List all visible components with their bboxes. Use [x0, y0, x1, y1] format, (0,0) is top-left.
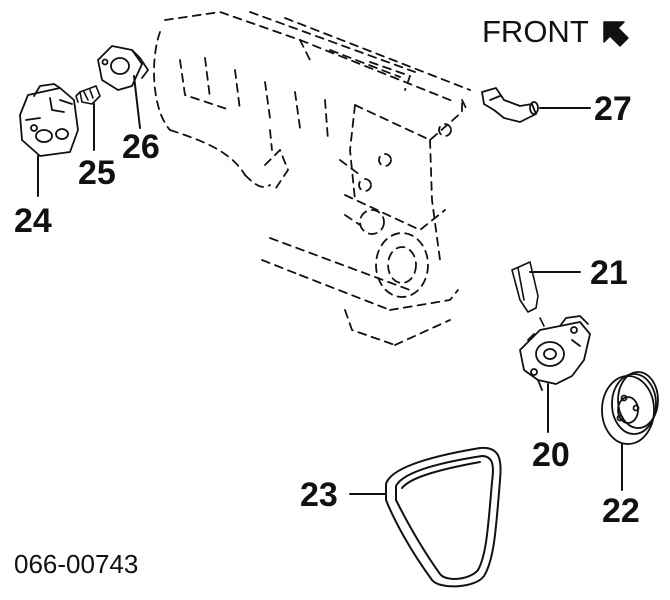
- callout-23: 23: [300, 476, 338, 514]
- engine-block-outline: [153, 11, 471, 346]
- callout-24: 24: [14, 202, 52, 240]
- part-water-pump: [519, 315, 591, 391]
- callout-20: 20: [532, 436, 570, 474]
- callout-25: 25: [78, 154, 116, 192]
- arrow-up-left-icon: [603, 21, 629, 47]
- part-thermostat-housing: [19, 83, 79, 157]
- part-drive-belt: [385, 446, 502, 588]
- callout-leader-lines: [37, 75, 623, 495]
- part-temperature-sensor: [75, 85, 101, 105]
- figure-number: 066-00743: [14, 549, 139, 579]
- part-water-outlet: [97, 45, 149, 91]
- callout-22: 22: [602, 492, 640, 530]
- part-bypass-pipe: [481, 87, 539, 123]
- callout-26: 26: [122, 128, 160, 166]
- callout-21: 21: [590, 254, 628, 292]
- front-orientation-label: FRONT: [482, 14, 589, 49]
- callout-27: 27: [594, 90, 632, 128]
- part-water-pump-pulley: [601, 371, 659, 445]
- part-water-pump-gasket: [511, 261, 545, 327]
